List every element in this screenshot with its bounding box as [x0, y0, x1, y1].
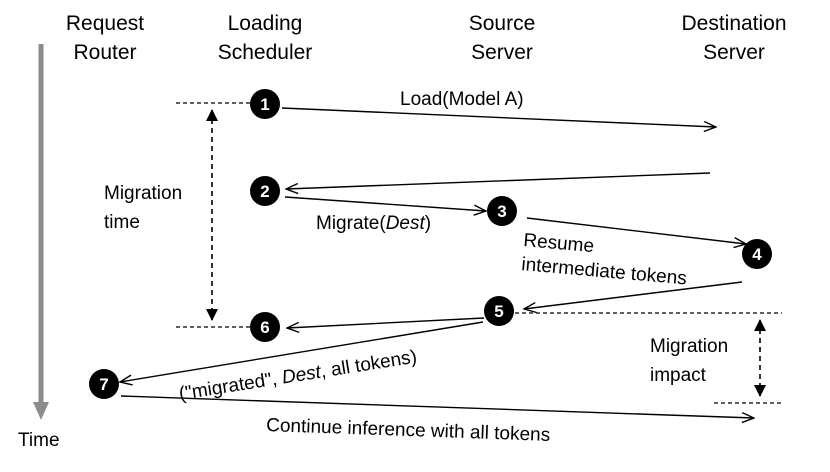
step-4-number: 4: [752, 245, 762, 264]
message-migrate: Migrate(Dest): [316, 213, 431, 234]
header-destination-server-line2: Server: [703, 41, 765, 64]
step-7-number: 7: [99, 375, 108, 394]
step-3-number: 3: [497, 202, 506, 221]
message-continue-inference: Continue inference with all tokens: [266, 415, 551, 446]
step-1-marker: 1: [250, 89, 280, 119]
migration-time-label-line1: Migration: [104, 183, 182, 204]
step-6-marker: 6: [250, 312, 280, 342]
step-7-marker: 7: [89, 369, 119, 399]
header-loading-scheduler-line2: Scheduler: [218, 41, 313, 64]
header-destination-server-line1: Destination: [681, 12, 786, 35]
step-5-marker: 5: [484, 296, 514, 326]
arrow-load-complete: [286, 172, 711, 189]
arrow-load-model: [281, 107, 716, 127]
arrow-reply-router: [120, 321, 484, 382]
time-label: Time: [18, 430, 60, 451]
arrow-resume-done: [524, 281, 743, 309]
arrow-resume: [526, 217, 746, 244]
step-2-number: 2: [260, 182, 269, 201]
arrow-notify-scheduler: [287, 317, 485, 328]
step-5-number: 5: [494, 302, 503, 321]
step-4-marker: 4: [742, 239, 772, 269]
header-source-server-line1: Source: [469, 12, 536, 35]
message-resume-line1: Resume: [523, 230, 595, 257]
migration-impact-label-line2: impact: [650, 365, 707, 386]
step-2-marker: 2: [250, 176, 280, 206]
migration-impact-label-line1: Migration: [650, 336, 728, 357]
message-reply-router: ("migrated", Dest, all tokens): [177, 347, 418, 405]
step-6-number: 6: [260, 318, 269, 337]
arrow-migrate: [284, 196, 486, 211]
header-source-server-line2: Server: [471, 41, 533, 64]
message-load-model: Load(Model A): [400, 89, 524, 110]
time-axis-arrowhead: [33, 402, 49, 420]
step-1-number: 1: [260, 95, 269, 114]
header-request-router-line1: Request: [66, 12, 144, 35]
message-resume-line2: intermediate tokens: [521, 254, 688, 289]
step-3-marker: 3: [487, 196, 517, 226]
header-request-router-line2: Router: [73, 41, 136, 64]
migration-time-label-line2: time: [104, 212, 140, 233]
arrow-continue-inference: [120, 395, 754, 418]
header-loading-scheduler-line1: Loading: [228, 12, 303, 35]
